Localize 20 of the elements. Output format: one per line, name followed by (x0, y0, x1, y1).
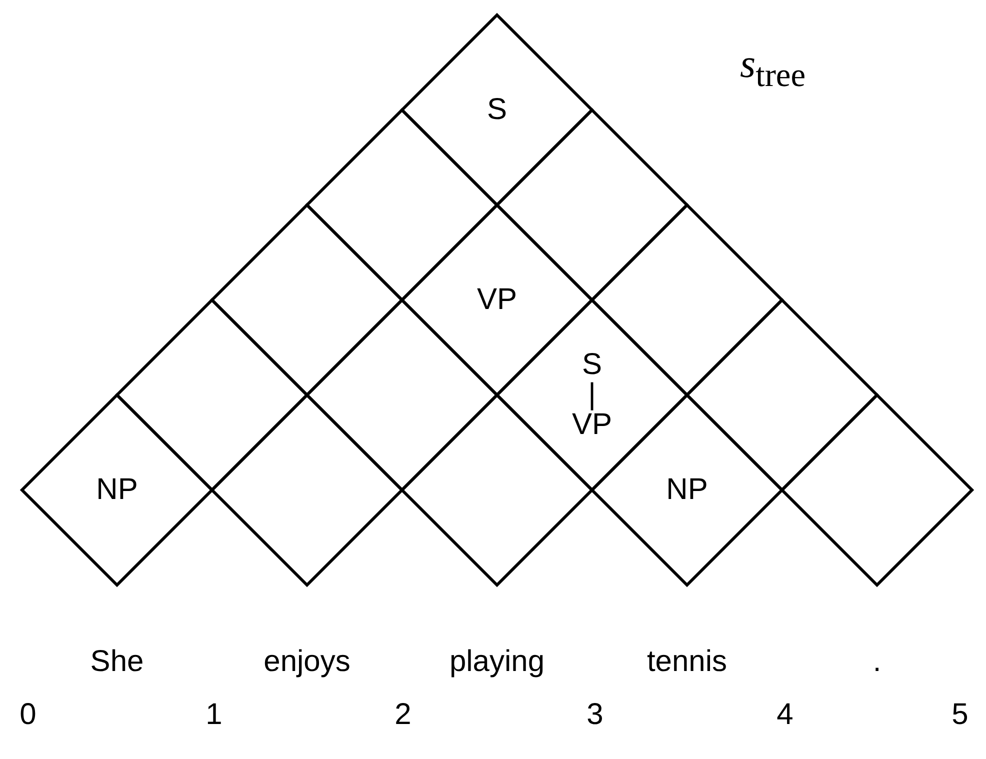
cell-label: NP (96, 475, 138, 505)
position-index: 3 (586, 698, 604, 732)
position-index: 0 (20, 698, 36, 732)
diamond-cell (212, 395, 402, 585)
position-index: 5 (952, 698, 968, 732)
position-index: 1 (206, 698, 222, 732)
word-label: . (872, 645, 882, 679)
word-label: She (90, 645, 144, 679)
cell-label: S (487, 95, 507, 125)
diamond-cell (782, 395, 972, 585)
diamond-cell (22, 395, 212, 585)
cell-label: VP (476, 285, 518, 315)
word-label: enjoys (264, 645, 350, 679)
position-index: 2 (394, 698, 412, 732)
cell-label: S | VP (572, 350, 612, 440)
position-index: 4 (776, 698, 794, 732)
cell-label: NP (666, 475, 708, 505)
word-label: tennis (646, 645, 728, 679)
math-symbol: s$_{tree}$ (740, 40, 806, 95)
word-label: playing (449, 645, 545, 679)
